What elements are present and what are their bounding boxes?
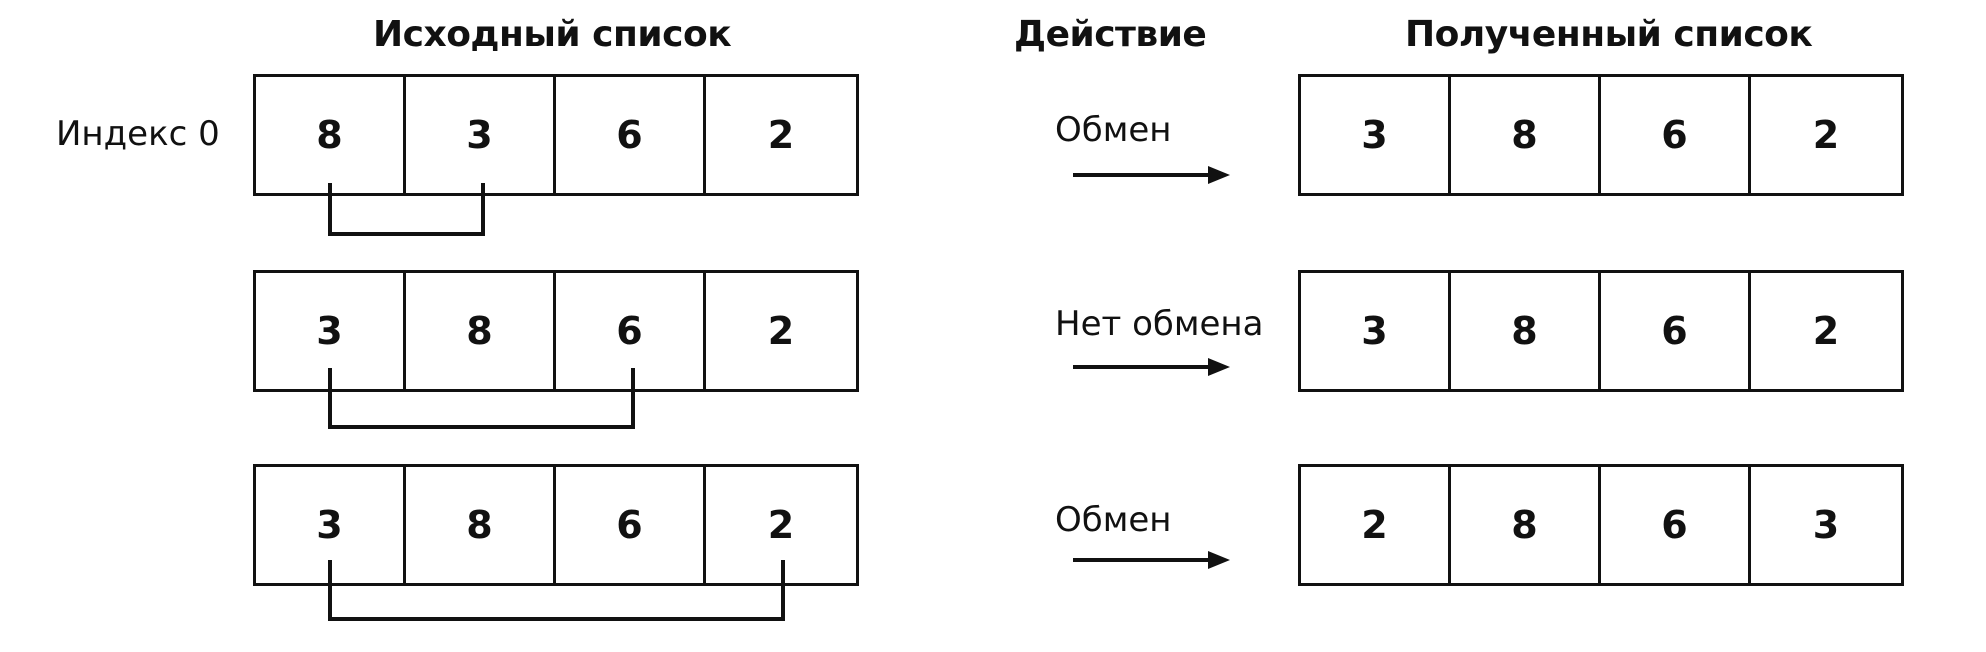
compare-bracket-row-3 (328, 560, 785, 621)
result-cell: 8 (1451, 273, 1601, 389)
action-label-row-2: Нет обмена (1055, 304, 1264, 344)
result-list-row-2: 3 8 6 2 (1298, 270, 1904, 392)
result-cell: 8 (1451, 467, 1601, 583)
result-cell: 6 (1601, 467, 1751, 583)
source-cell: 6 (556, 273, 706, 389)
action-header: Действие (1014, 14, 1207, 55)
result-list-row-3: 2 8 6 3 (1298, 464, 1904, 586)
source-list-row-2: 3 8 6 2 (253, 270, 859, 392)
source-cell: 3 (406, 77, 556, 193)
source-cell: 2 (767, 309, 795, 353)
source-list-row-3: 3 8 6 2 (253, 464, 859, 586)
source-cell: 2 (767, 503, 795, 547)
source-list-header: Исходный список (373, 14, 732, 55)
arrow-head-row-1 (1208, 166, 1230, 184)
index-label: Индекс 0 (56, 114, 220, 154)
result-cell: 2 (1812, 113, 1840, 157)
result-cell: 3 (1812, 503, 1840, 547)
source-cell: 3 (256, 273, 406, 389)
compare-bracket-row-1 (328, 183, 485, 236)
source-cell: 8 (406, 273, 556, 389)
action-label-row-3: Обмен (1055, 500, 1172, 540)
result-cell: 2 (1812, 309, 1840, 353)
source-list-row-1: 8 3 6 2 (253, 74, 859, 196)
source-cell: 8 (406, 467, 556, 583)
result-list-row-1: 3 8 6 2 (1298, 74, 1904, 196)
source-cell: 2 (767, 113, 795, 157)
result-cell: 8 (1451, 77, 1601, 193)
source-cell: 6 (556, 467, 706, 583)
compare-bracket-row-2 (328, 368, 635, 429)
arrow-head-row-2 (1208, 358, 1230, 376)
result-cell: 3 (1301, 77, 1451, 193)
result-cell: 2 (1301, 467, 1451, 583)
result-cell: 3 (1301, 273, 1451, 389)
result-cell: 6 (1601, 77, 1751, 193)
source-cell: 3 (256, 467, 406, 583)
action-label-row-1: Обмен (1055, 110, 1172, 150)
result-cell: 6 (1601, 273, 1751, 389)
source-cell: 8 (256, 77, 406, 193)
source-cell: 6 (556, 77, 706, 193)
arrow-head-row-3 (1208, 551, 1230, 569)
result-list-header: Полученный список (1405, 14, 1813, 55)
